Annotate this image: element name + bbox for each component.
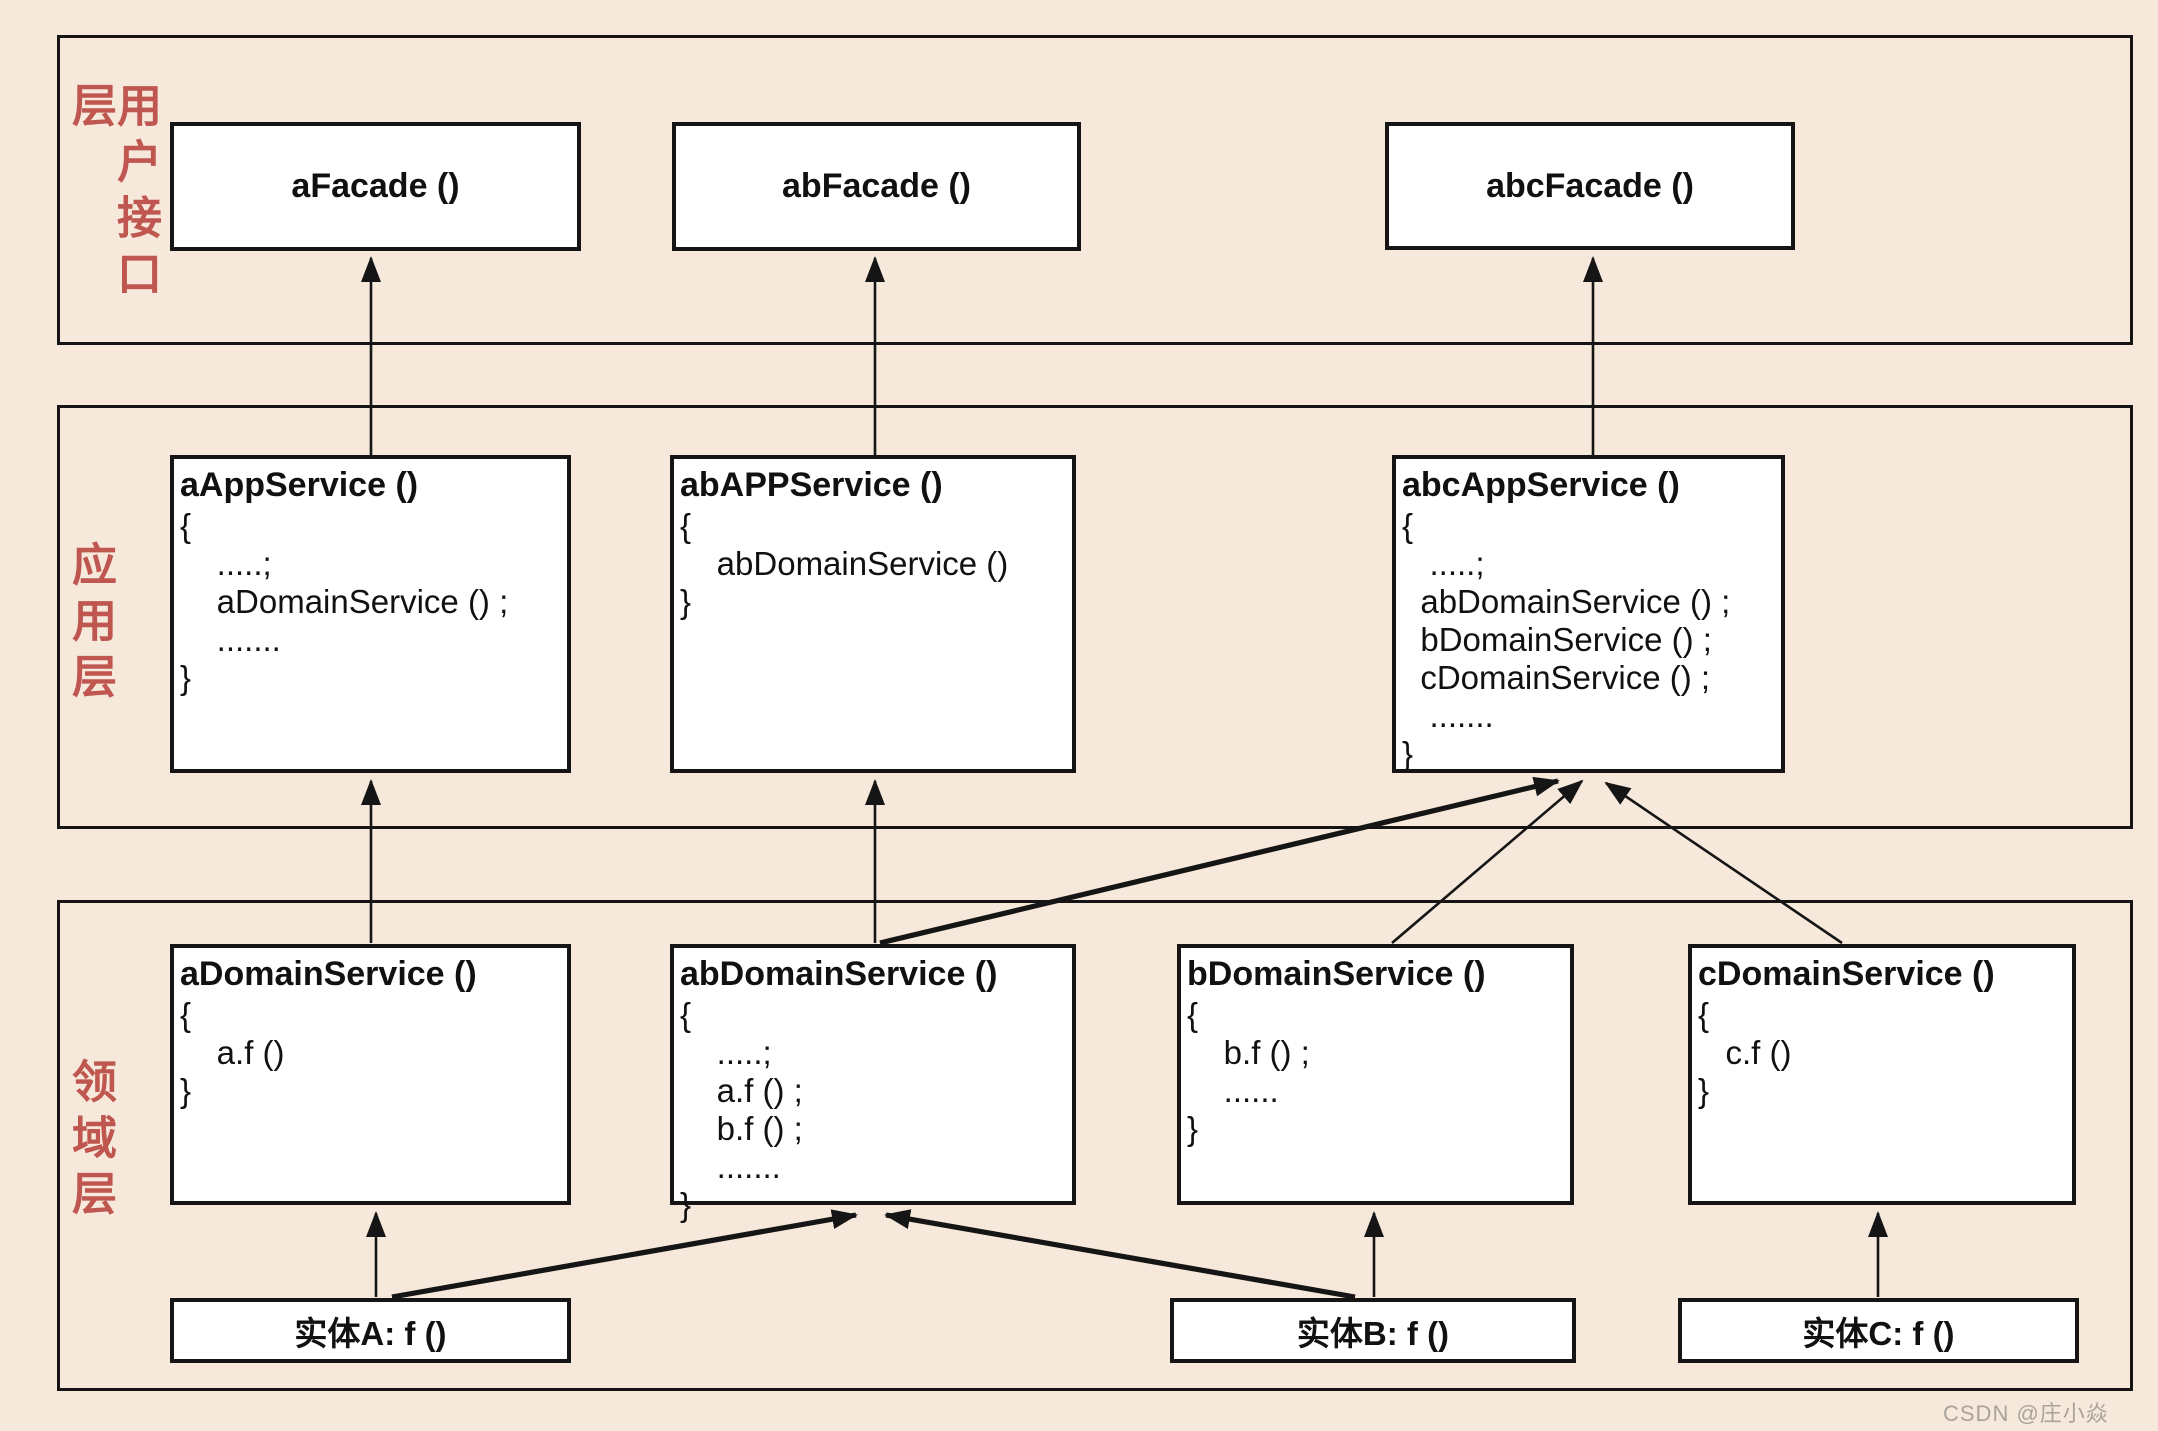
application-layer-label: 应用层 <box>65 541 116 709</box>
bdomainservice-box: bDomainService () { b.f () ; ......} <box>1177 944 1574 1205</box>
afacade-box: aFacade () <box>170 122 581 251</box>
domain-layer-label: 领域层 <box>65 1058 116 1226</box>
user-interface-layer: 用户接口层 <box>57 35 2133 345</box>
entity-c-box: 实体C: f () <box>1678 1298 2079 1363</box>
adomainservice-title: aDomainService () <box>180 955 477 993</box>
user-interface-layer-label: 用户接口层 <box>65 82 161 306</box>
abfacade-box: abFacade () <box>672 122 1081 251</box>
abdomainservice-title: abDomainService () <box>680 955 998 993</box>
adomainservice-body: { a.f ()} <box>180 996 285 1109</box>
entity-b-box: 实体B: f () <box>1170 1298 1576 1363</box>
aappservice-title: aAppService () <box>180 466 419 504</box>
bdomainservice-body: { b.f () ; ......} <box>1187 996 1310 1147</box>
abcappservice-body: { .....; abDomainService () ; bDomainSer… <box>1402 507 1731 772</box>
abdomainservice-body: { .....; a.f () ; b.f () ; .......} <box>680 996 803 1223</box>
cdomainservice-title: cDomainService () <box>1698 955 1995 993</box>
abcfacade-box: abcFacade () <box>1385 122 1795 250</box>
abcappservice-title: abcAppService () <box>1402 466 1680 504</box>
bdomainservice-title: bDomainService () <box>1187 955 1486 993</box>
adomainservice-box: aDomainService () { a.f ()} <box>170 944 571 1205</box>
abappservice-box: abAPPService () { abDomainService ()} <box>670 455 1076 773</box>
abappservice-title: abAPPService () <box>680 466 943 504</box>
cdomainservice-box: cDomainService () { c.f ()} <box>1688 944 2076 1205</box>
aappservice-body: { .....; aDomainService () ; .......} <box>180 507 509 696</box>
csdn-watermark: CSDN @庄小焱 <box>1943 1401 2109 1426</box>
aappservice-box: aAppService () { .....; aDomainService (… <box>170 455 571 773</box>
abappservice-body: { abDomainService ()} <box>680 507 1009 620</box>
entity-a-box: 实体A: f () <box>170 1298 571 1363</box>
abdomainservice-box: abDomainService () { .....; a.f () ; b.f… <box>670 944 1076 1223</box>
cdomainservice-body: { c.f ()} <box>1698 996 1792 1109</box>
abcappservice-box: abcAppService () { .....; abDomainServic… <box>1392 455 1785 773</box>
